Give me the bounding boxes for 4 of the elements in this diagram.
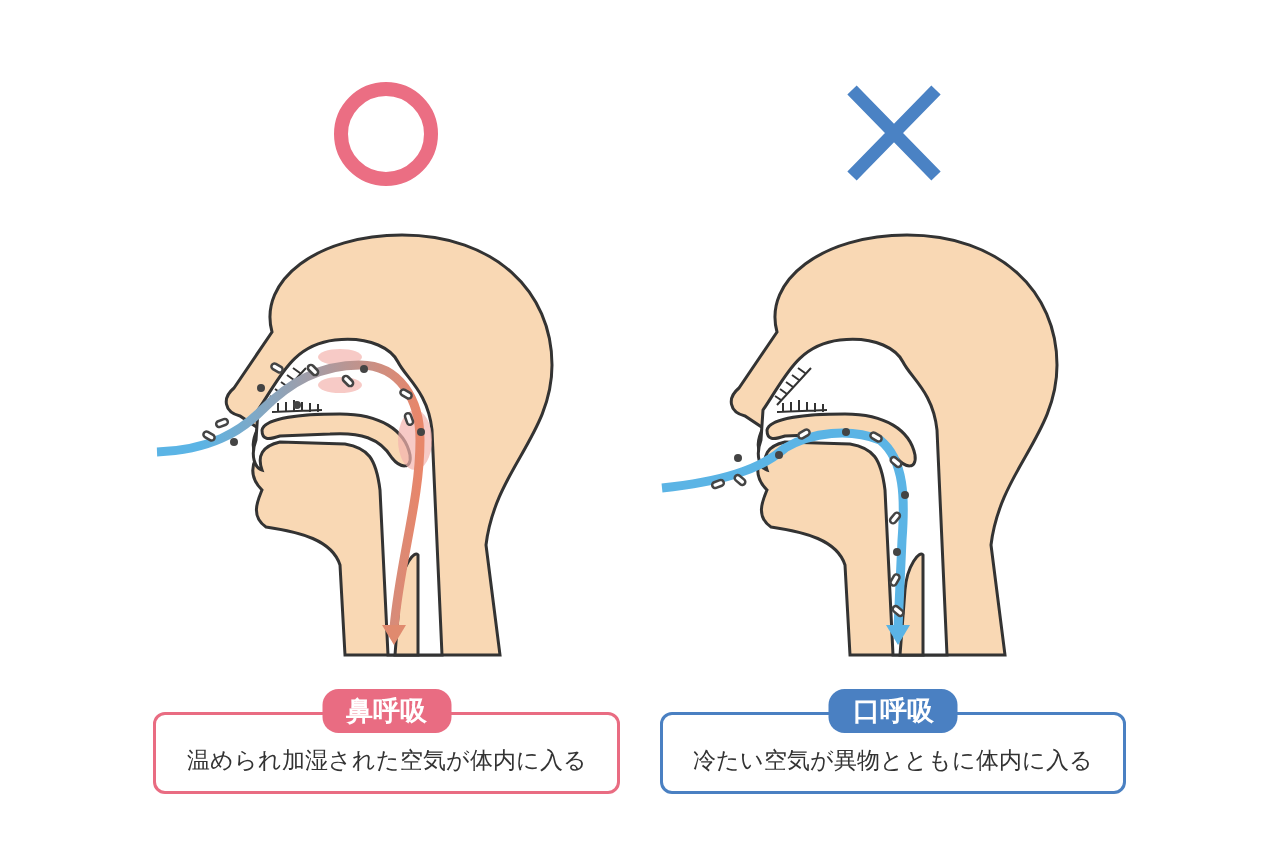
caption-text: 温められ加湿された空気が体内に入る (185, 746, 588, 775)
title-badge: 鼻呼吸 (322, 689, 451, 733)
caption-text: 冷たい空気が異物とともに体内に入る (692, 746, 1094, 775)
title-badge: 口呼吸 (828, 689, 958, 733)
